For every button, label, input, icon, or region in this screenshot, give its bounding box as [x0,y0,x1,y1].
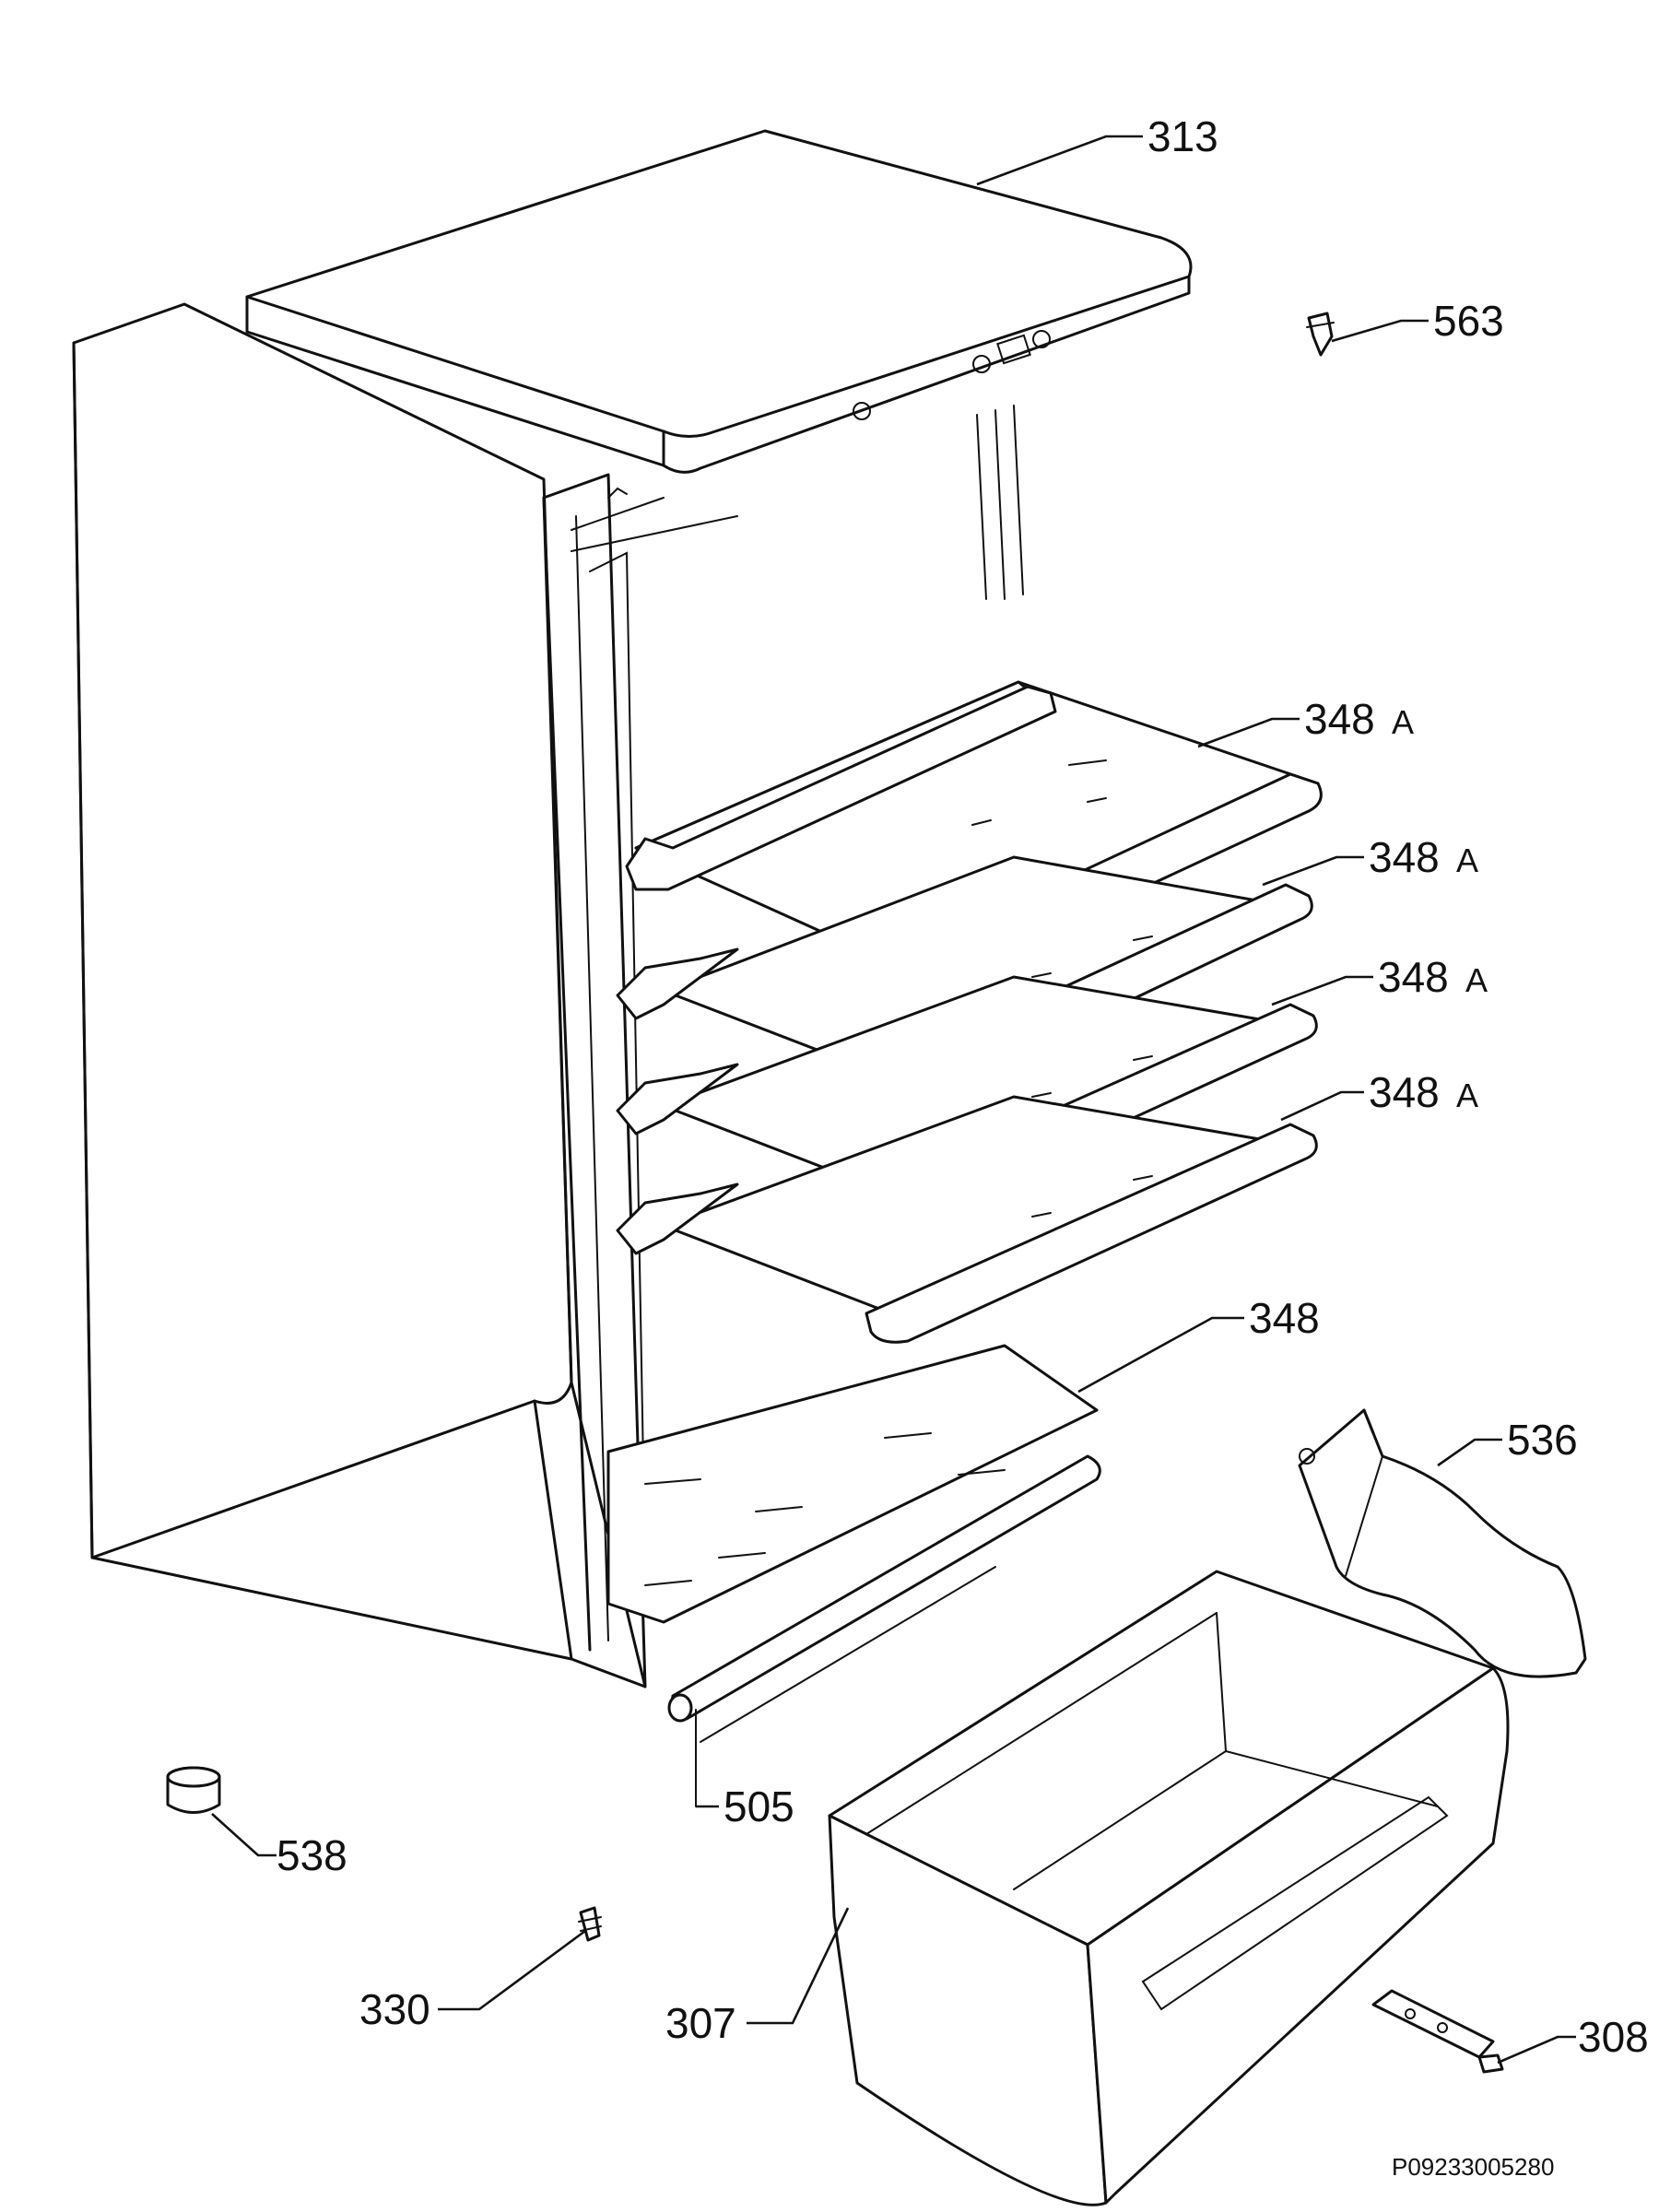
label-348a-4-suffix: A [1456,1077,1478,1114]
label-538: 538 [276,1831,347,1879]
label-563: 563 [1433,297,1504,345]
label-307: 307 [665,1999,736,2047]
bottle-rack [1298,1408,1587,1678]
glass-shelf-4 [616,1095,1318,1344]
top-panel [245,129,1193,474]
label-348: 348 [1249,1294,1320,1342]
label-348a-1: 348 [1304,695,1375,743]
seal-bar [667,1454,1101,1807]
label-348a-2: 348 [1369,833,1440,881]
part-labels: 313 563 348 A 348 A 348 A 348 A 348 536 … [276,112,1649,2061]
leader-lines [211,135,1576,2065]
drawing-code: P09233005280 [1392,2153,1554,2181]
foot-538 [166,1766,221,1814]
label-505: 505 [724,1783,794,1830]
label-536: 536 [1507,1416,1578,1464]
label-348a-4: 348 [1369,1068,1440,1116]
label-308: 308 [1578,2013,1649,2061]
screw-563 [1306,312,1335,357]
label-348a-2-suffix: A [1456,841,1478,879]
screw-330 [578,1906,602,1942]
label-348a-1-suffix: A [1392,703,1414,741]
vegetable-drawer [828,1570,1510,2206]
label-330: 330 [359,1985,430,2033]
glass-plate [606,1344,1099,1624]
label-348a-3: 348 [1378,953,1449,1001]
label-313: 313 [1147,112,1218,160]
label-348a-3-suffix: A [1465,961,1488,999]
hinge-plate-308 [1371,1989,1504,2074]
